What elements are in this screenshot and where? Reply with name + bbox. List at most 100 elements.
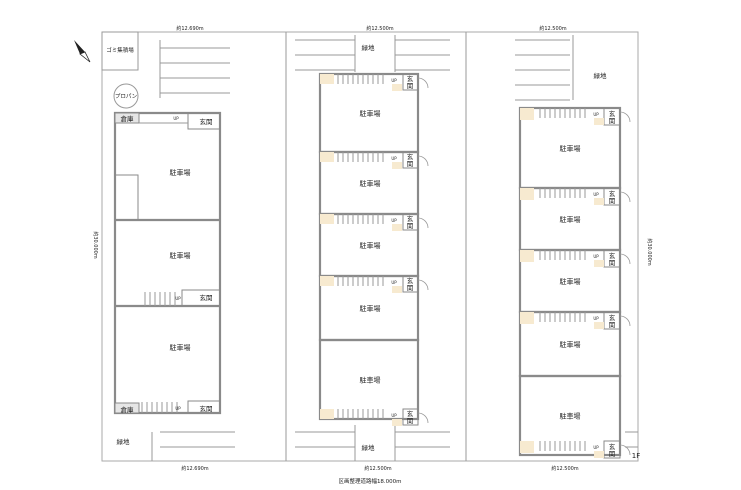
entrance-label: 玄 [407, 214, 414, 223]
storage-bottom-label: 倉庫 [121, 405, 135, 414]
entry-fill [594, 118, 604, 125]
landing [320, 152, 334, 162]
entrance-box [603, 440, 621, 459]
door-swing [619, 191, 631, 203]
north-arrow-icon [74, 40, 85, 54]
entrance-box [402, 151, 419, 169]
entry-fill [594, 198, 604, 205]
propane-circle [113, 83, 139, 109]
dim-depth-right: 約30.000m [646, 238, 653, 265]
entrance-label: 玄 [609, 442, 616, 451]
unit-right [518, 374, 622, 457]
entrance-top-label: 玄関 [200, 117, 213, 126]
entrance-box [402, 73, 419, 91]
green-label-mid-bottom: 緑地 [362, 443, 376, 452]
landing [520, 312, 534, 324]
notch [114, 174, 139, 221]
entry-fill [392, 162, 402, 169]
entrance-box [402, 213, 419, 231]
entrance-mid [181, 289, 221, 307]
entry-fill [392, 224, 402, 231]
propane-label: プロパン [115, 93, 138, 100]
entrance-box [402, 408, 419, 426]
landing [520, 441, 534, 453]
left-building-outline [113, 111, 222, 415]
up-label: UP [175, 406, 181, 411]
landing [520, 188, 534, 200]
entrance-label: 関 [609, 450, 616, 458]
entrance-box [603, 249, 621, 268]
door-swing [417, 155, 429, 167]
up-label: UP [391, 218, 397, 223]
parking-left-3: 駐車場 [170, 343, 191, 352]
entrance-label: 関 [407, 82, 414, 90]
up-label: UP [593, 192, 599, 197]
site-boundary [101, 31, 639, 462]
entrance-label: 玄 [609, 109, 616, 118]
entrance-label: 関 [609, 259, 616, 267]
parking-mid: 駐車場 [360, 304, 381, 313]
entrance-label: 玄 [609, 189, 616, 198]
entrance-box [603, 107, 621, 126]
entrance-mid-label: 玄関 [200, 293, 213, 302]
landing [320, 409, 334, 419]
entry-fill [392, 84, 402, 91]
landing [320, 214, 334, 224]
entrance-label: 関 [407, 222, 414, 230]
entry-fill [594, 451, 604, 458]
door-swing [417, 217, 429, 229]
door-swing [417, 279, 429, 291]
entrance-label: 関 [407, 160, 414, 168]
garbage-area [101, 31, 139, 71]
door-swing [619, 253, 631, 265]
entry-fill [392, 286, 402, 293]
door-swing [619, 111, 631, 123]
dim-middle-top: 約12.500m [366, 25, 393, 32]
parking-right: 駐車場 [560, 215, 581, 224]
up-label: UP [391, 280, 397, 285]
parking-right: 駐車場 [560, 277, 581, 286]
door-swing [417, 77, 429, 89]
up-label: UP [593, 254, 599, 259]
entrance-label: 玄 [407, 152, 414, 161]
parking-right: 駐車場 [560, 340, 581, 349]
green-label-left: 緑地 [117, 437, 131, 446]
entrance-box [402, 275, 419, 293]
landing [520, 108, 534, 120]
entrance-label: 関 [407, 284, 414, 292]
parking-left-2: 駐車場 [170, 251, 191, 260]
up-label: UP [391, 78, 397, 83]
landing [320, 276, 334, 286]
parking-mid: 駐車場 [360, 241, 381, 250]
storage-top [114, 112, 140, 124]
door-swing [619, 315, 631, 327]
up-label: UP [593, 316, 599, 321]
up-label: UP [593, 112, 599, 117]
dim-middle-bottom: 約12.500m [364, 465, 391, 472]
entrance-box [603, 187, 621, 206]
entrance-top [187, 112, 221, 130]
entrance-label: 関 [407, 417, 414, 425]
landing [520, 250, 534, 262]
parking-left-1: 駐車場 [170, 168, 191, 177]
entrance-bottom-label: 玄関 [200, 404, 213, 413]
entrance-label: 玄 [407, 409, 414, 418]
road-label: 区画整理道路幅18.000m [338, 477, 401, 485]
parking-right: 駐車場 [560, 412, 581, 421]
entrance-label: 玄 [609, 313, 616, 322]
entrance-label: 玄 [407, 74, 414, 83]
floor-label: 1F [632, 452, 640, 460]
dim-right-bottom: 約12.500m [551, 465, 578, 472]
dim-depth-left: 約30.000m [92, 231, 99, 258]
up-label: UP [593, 445, 599, 450]
parking-mid: 駐車場 [360, 179, 381, 188]
unit-mid [318, 338, 420, 421]
dim-left-top: 約12.690m [176, 25, 203, 32]
entrance-label: 関 [609, 197, 616, 205]
entrance-label: 玄 [407, 276, 414, 285]
door-swing [619, 444, 631, 456]
entrance-label: 関 [609, 117, 616, 125]
parking-mid: 駐車場 [360, 109, 381, 118]
